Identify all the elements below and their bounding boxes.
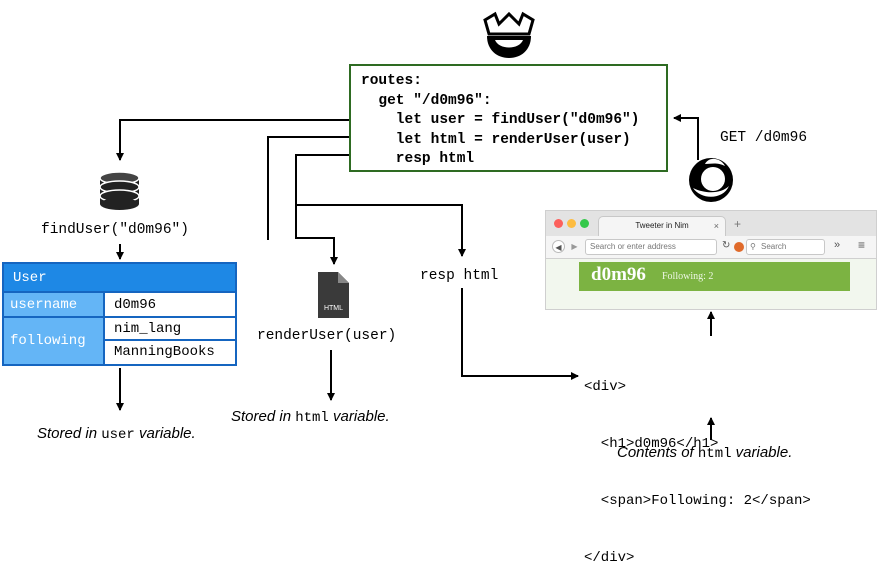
browser-nav-bar: ◀ ▶ Search or enter address ↻ ⚲ Search »… [546,236,876,259]
html-output-line: <h1>d0m96</h1> [584,436,719,452]
code-line: resp html [361,151,475,167]
render-user-branch [295,154,349,265]
crown-mascot-icon [483,11,535,58]
find-user-label: findUser("d0m96") [41,222,189,238]
user-table-value: nim_lang [105,318,235,341]
page-following: Following: 2 [662,271,714,282]
routes-code-box: routes: get "/d0m96": let user = findUse… [349,64,668,172]
user-table-value: d0m96 [105,293,235,318]
tab-title: Tweeter in Nim [635,221,689,230]
search-bar[interactable]: ⚲ Search [746,239,825,255]
get-request-label: GET /d0m96 [720,130,808,146]
code-line: let html = renderUser(user) [361,131,631,148]
render-user-label: renderUser(user) [257,328,397,344]
html-output-line: </div> [584,550,635,566]
html-output-line: <div> [584,379,627,395]
resp-html-label: resp html [420,268,499,284]
code-line: let user = findUser("d0m96") [361,112,640,128]
search-icon: ⚲ [750,242,756,251]
browser-tab-bar: Tweeter in Nim × + [546,211,876,236]
caption-text: Stored in [231,408,296,425]
tab-close-icon[interactable]: × [713,221,719,231]
caption-code: html [295,410,329,426]
caption-text: Stored in [37,425,102,442]
connector-lines [99,11,733,440]
minimize-window-button[interactable] [567,219,576,228]
html-output-line: <span>Following: 2</span> [584,493,811,509]
find-user-arrow [116,119,349,161]
forward-button[interactable]: ▶ [571,242,578,251]
html-file-icon [318,272,349,318]
user-table-key: username [4,293,105,318]
maximize-window-button[interactable] [580,219,589,228]
user-caption: Stored in user variable. [37,425,196,443]
url-bar[interactable]: Search or enter address [585,239,717,255]
hamburger-menu-icon[interactable]: ≡ [858,238,866,252]
user-table-header: User [4,264,235,293]
resp-html-arrow [296,204,466,257]
render-user-arrow [267,136,349,240]
code-line: routes: [361,73,422,89]
html-stored-caption: Stored in html variable. [231,408,390,426]
caption-text: variable. [328,408,390,425]
ublock-icon[interactable] [734,242,744,252]
page-header-bar: d0m96 Following: 2 [579,262,850,291]
overflow-chevron-icon[interactable]: » [834,239,841,251]
new-tab-button[interactable]: + [734,217,742,231]
user-table-value: ManningBooks [114,344,215,360]
database-icon [99,171,140,210]
search-placeholder: Search [761,242,787,251]
caption-text: variable. [134,425,196,442]
user-table-key: following [4,318,105,364]
resp-html-to-output [461,288,579,380]
reload-icon[interactable]: ↻ [722,240,731,251]
caption-code: html [697,446,732,462]
caption-text: Contents of [617,444,698,461]
browser-tab[interactable]: Tweeter in Nim × [598,216,726,236]
html-contents-caption: Contents of html variable. [617,444,792,462]
html-file-label: HTML [323,305,344,312]
page-heading: d0m96 [591,264,646,285]
browser-window: Tweeter in Nim × + ◀ ▶ Search or enter a… [545,210,877,310]
firefox-icon [689,158,733,202]
caption-code: user [101,427,135,443]
get-request-arrow [673,114,699,160]
user-table: User username d0m96 following nim_lang M… [2,262,237,366]
code-line: get "/d0m96": [361,92,492,109]
close-window-button[interactable] [554,219,563,228]
back-button[interactable]: ◀ [552,240,565,253]
caption-text: variable. [731,444,793,461]
